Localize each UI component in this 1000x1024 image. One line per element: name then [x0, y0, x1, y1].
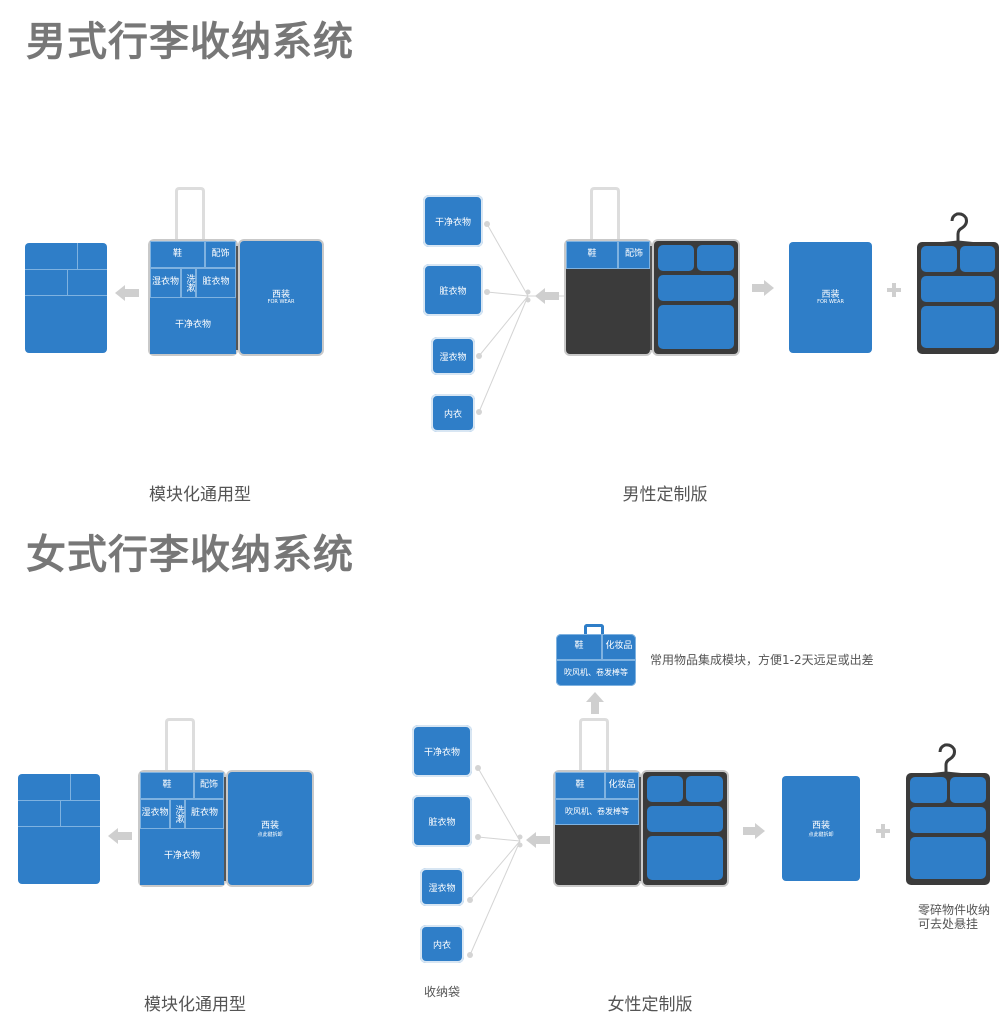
- compartment-shoes: 鞋: [150, 241, 205, 268]
- plus-icon: [887, 283, 901, 297]
- arrow-left-icon: [535, 288, 559, 304]
- toiletries-label: 洗漱: [184, 274, 195, 292]
- men-left-caption: 模块化通用型: [149, 485, 251, 505]
- bag-wet: 湿衣物: [420, 868, 464, 906]
- suitcase-left-half: 鞋 配饰 湿衣物 洗漱 脏衣物 干净衣物: [150, 241, 236, 354]
- toiletries-label: 洗漱: [173, 805, 184, 823]
- compartment-accessories: 配饰: [194, 772, 224, 799]
- women-section-title: 女式行李收纳系统: [26, 532, 354, 578]
- bags-caption: 收纳袋: [424, 985, 461, 999]
- arrow-left-icon: [526, 832, 550, 848]
- suit-label: 西装: [821, 290, 840, 300]
- bag-clean: 干净衣物: [412, 725, 472, 777]
- suitcase-handle: [165, 718, 195, 774]
- compartment-wet: 湿衣物: [150, 268, 181, 298]
- module-note: 常用物品集成模块，方便1-2天远足或出差: [650, 653, 874, 667]
- compartment-clean: 干净衣物: [150, 298, 236, 354]
- portable-module: 鞋 化妆品 吹风机、卷发棒等: [556, 634, 636, 686]
- men-section-title: 男式行李收纳系统: [26, 19, 354, 65]
- suit-label: 西装: [260, 821, 279, 831]
- suitcase-dark-half: 鞋 化妆品 吹风机、卷发棒等: [555, 772, 639, 885]
- suit-sublabel: FOR WEAR: [817, 299, 844, 305]
- suitcase-hinge: [224, 777, 228, 881]
- compartment-dryer: 吹风机、卷发棒等: [555, 799, 639, 825]
- suitcase-handle: [175, 187, 205, 243]
- hanging-organizer: [906, 773, 990, 885]
- suit-panel: 西装 FOR WEAR: [789, 242, 872, 353]
- suitcase-organizer-half: [654, 241, 738, 354]
- suitcase-organizer-half: [643, 772, 727, 885]
- module-cosmetics: 化妆品: [602, 634, 636, 660]
- suit-label: 西装: [811, 821, 830, 831]
- compartment-wet: 湿衣物: [140, 799, 170, 829]
- arrow-up-icon: [586, 692, 604, 714]
- suitcase-right-half: 西装 点此键拆卸: [228, 772, 312, 885]
- arrow-right-icon: [752, 280, 774, 296]
- compartment-toiletries: 洗漱: [170, 799, 185, 829]
- women-left-caption: 模块化通用型: [144, 995, 246, 1015]
- bag-dirty: 脏衣物: [423, 264, 483, 316]
- arrow-left-icon: [108, 828, 132, 844]
- suit-label: 西装: [271, 290, 290, 300]
- suit-sublabel: 点此键拆卸: [808, 832, 834, 838]
- detached-panel: [18, 774, 100, 884]
- bag-underwear: 内衣: [431, 394, 475, 432]
- compartment-shoes: 鞋: [555, 772, 605, 799]
- suitcase-hinge: [639, 777, 643, 881]
- suitcase-dark-half: 鞋 配饰: [566, 241, 650, 354]
- compartment-dirty: 脏衣物: [185, 799, 224, 829]
- module-dryer: 吹风机、卷发棒等: [556, 660, 636, 686]
- detached-panel: [25, 243, 107, 353]
- compartment-accessories: 配饰: [618, 241, 650, 269]
- suitcase-hinge: [236, 246, 240, 350]
- compartment-shoes: 鞋: [566, 241, 618, 269]
- module-handle: [584, 624, 604, 636]
- arrow-right-icon: [743, 823, 765, 839]
- compartment-toiletries: 洗漱: [181, 268, 196, 298]
- bag-underwear: 内衣: [420, 925, 464, 963]
- arrow-left-icon: [115, 285, 139, 301]
- suitcase-right-half: 西装 FOR WEAR: [240, 241, 322, 354]
- compartment-cosmetics: 化妆品: [605, 772, 639, 799]
- compartment-shoes: 鞋: [140, 772, 194, 799]
- compartment-clean: 干净衣物: [140, 829, 224, 885]
- suit-sublabel: FOR WEAR: [267, 299, 295, 305]
- suitcase-left-half: 鞋 配饰 湿衣物 洗漱 脏衣物 干净衣物: [140, 772, 224, 885]
- women-right-caption: 女性定制版: [607, 995, 693, 1015]
- plus-icon: [876, 824, 890, 838]
- compartment-dirty: 脏衣物: [196, 268, 236, 298]
- hanging-organizer: [917, 242, 999, 354]
- bag-wet: 湿衣物: [431, 337, 475, 375]
- men-right-caption: 男性定制版: [622, 485, 708, 505]
- compartment-accessories: 配饰: [205, 241, 236, 268]
- module-shoes: 鞋: [556, 634, 602, 660]
- suitcase-handle: [579, 718, 609, 774]
- hanger-note-line1: 零碎物件收纳: [918, 903, 991, 917]
- hanger-note-line2: 可去处悬挂: [918, 917, 979, 931]
- suitcase-handle: [590, 187, 620, 243]
- suitcase-hinge: [650, 246, 654, 350]
- bag-clean: 干净衣物: [423, 195, 483, 247]
- suit-panel: 西装 点此键拆卸: [782, 776, 860, 881]
- bag-dirty: 脏衣物: [412, 795, 472, 847]
- suit-sublabel: 点此键拆卸: [257, 832, 283, 838]
